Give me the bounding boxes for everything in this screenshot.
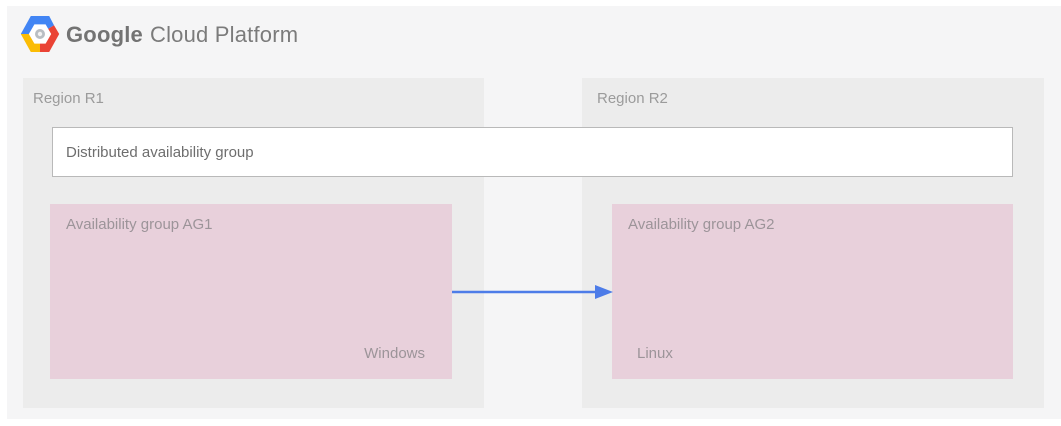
gcp-hexagon-logo-icon (20, 16, 60, 52)
distributed-availability-group-box: Distributed availability group (52, 127, 1013, 177)
region-r1-label: Region R1 (33, 90, 104, 107)
ag2-os-label: Linux (637, 345, 673, 362)
replication-right-arrow-icon (452, 285, 613, 299)
availability-group-ag2-label: Availability group AG2 (628, 216, 775, 233)
availability-group-ag1-label: Availability group AG1 (66, 216, 213, 233)
brand-cloud-platform: Cloud Platform (149, 22, 299, 47)
brand-google: Google (66, 22, 143, 47)
availability-group-ag2-box: Availability group AG2 Linux (612, 204, 1013, 379)
availability-group-ag1-box: Availability group AG1 Windows (50, 204, 452, 379)
region-r2-label: Region R2 (597, 90, 668, 107)
ag1-os-label: Windows (364, 345, 425, 362)
distributed-availability-group-label: Distributed availability group (66, 143, 254, 161)
